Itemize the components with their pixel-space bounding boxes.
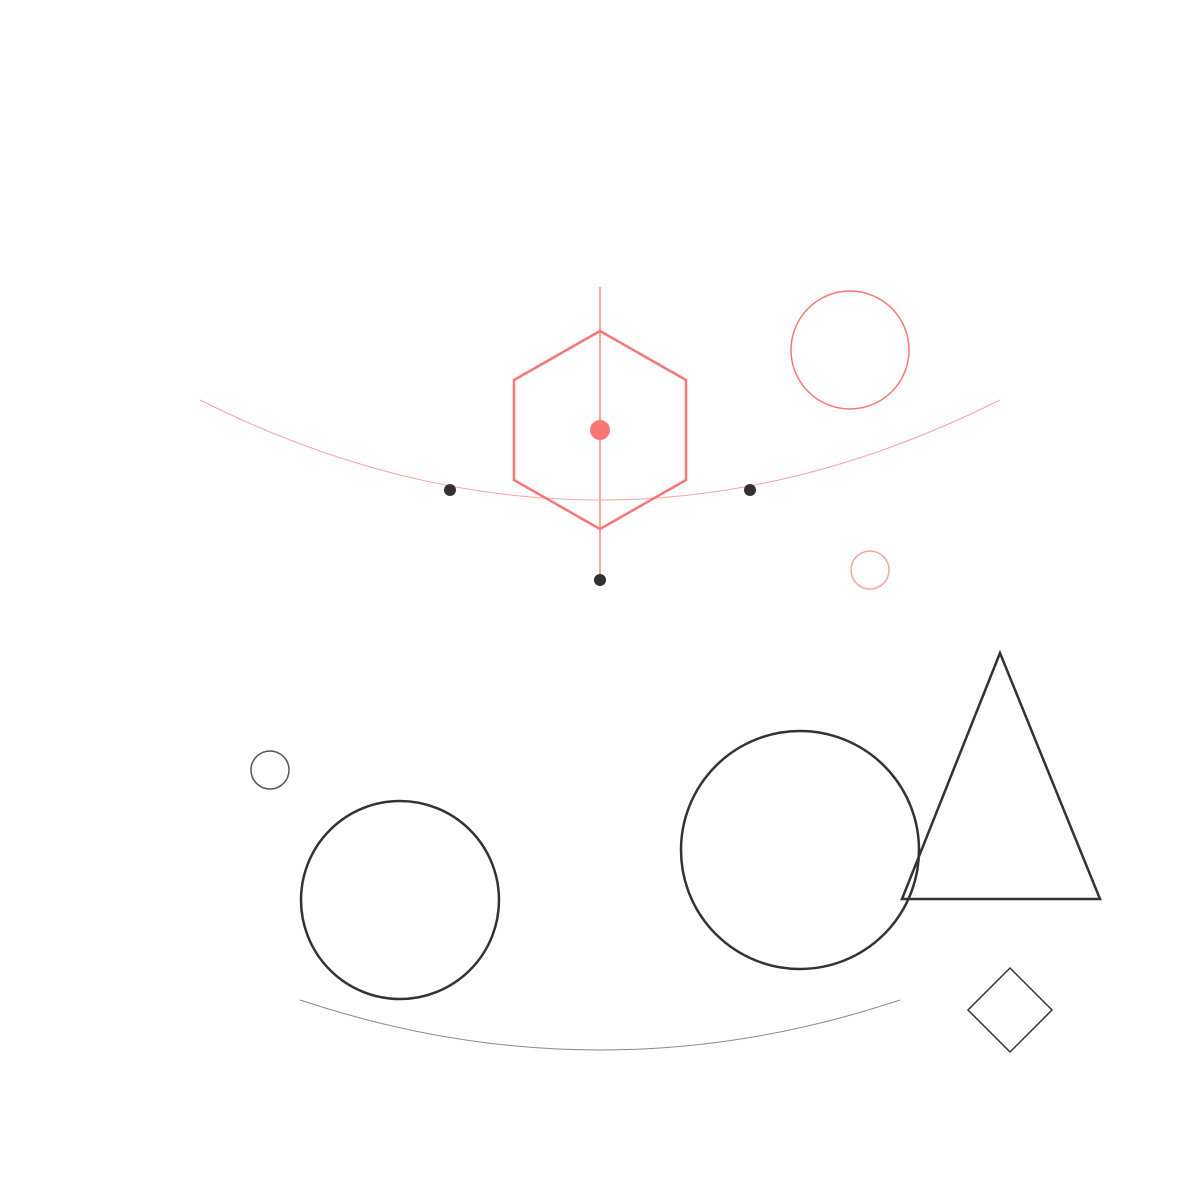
dark-dot-left (444, 484, 456, 496)
dark-circle-left (299, 799, 501, 1001)
dark-circle-right (679, 729, 921, 971)
lower-arc (299, 999, 901, 1051)
grey-circle-small (250, 750, 290, 790)
center-dot (590, 420, 610, 440)
diamond (966, 966, 1054, 1054)
hexagon (512, 329, 688, 531)
dark-dot-right (744, 484, 756, 496)
accent-circle-large (790, 290, 910, 410)
triangle (900, 649, 1102, 901)
accent-circle-small (850, 550, 890, 590)
dark-dot-bottom (594, 574, 606, 586)
